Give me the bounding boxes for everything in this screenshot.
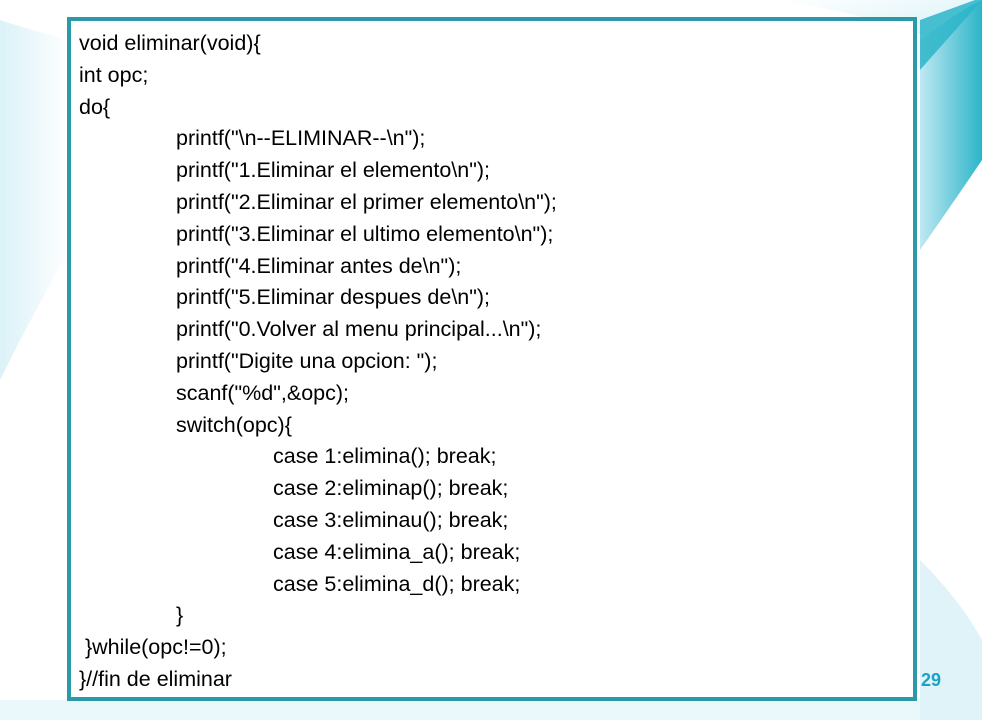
code-line: printf("2.Eliminar el primer elemento\n"… bbox=[176, 190, 557, 214]
code-line: printf("0.Volver al menu principal...\n"… bbox=[176, 317, 542, 342]
code-line: printf("\n--ELIMINAR--\n"); bbox=[176, 126, 426, 151]
code-line: scanf("%d",&opc); bbox=[176, 380, 349, 405]
code-line: printf("5.Eliminar despues de\n"); bbox=[176, 285, 491, 310]
code-line: printf("1.Eliminar el elemento\n"); bbox=[176, 158, 490, 183]
code-line: int opc; bbox=[79, 62, 149, 87]
code-listing-frame: void eliminar(void){ int opc; do{ printf("\… bbox=[67, 17, 917, 701]
code-line: switch(opc){ bbox=[176, 412, 292, 437]
page-number: 29 bbox=[921, 670, 942, 690]
code-line: void eliminar(void){ bbox=[79, 31, 261, 55]
code-line: case 2:eliminap(); break; bbox=[273, 476, 509, 501]
code-line: }while(opc!=0); bbox=[79, 635, 227, 660]
code-line: case 1:elimina(); break; bbox=[273, 444, 497, 469]
code-line: }//fin de eliminar bbox=[79, 667, 232, 691]
code-line: case 3:eliminau(); break; bbox=[273, 508, 509, 532]
code-line: printf("4.Eliminar antes de\n"); bbox=[176, 253, 462, 278]
code-line: } bbox=[176, 603, 184, 628]
code-line: case 4:elimina_a(); break; bbox=[273, 539, 521, 564]
code-line: case 5:elimina_d(); break; bbox=[273, 571, 521, 596]
code-line: printf("3.Eliminar el ultimo elemento\n"… bbox=[176, 221, 554, 246]
code-line: printf("Digite una opcion: "); bbox=[176, 349, 438, 373]
code-line: do{ bbox=[79, 94, 111, 119]
